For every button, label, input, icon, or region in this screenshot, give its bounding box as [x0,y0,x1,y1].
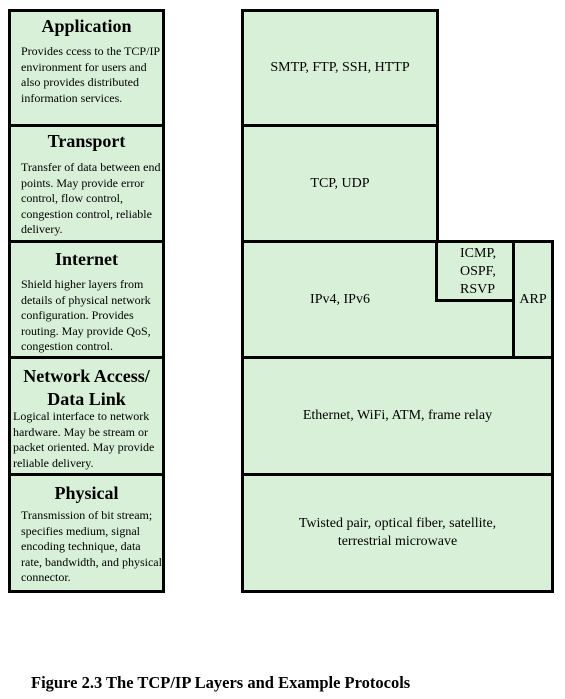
protocol-transport-label: TCP, UDP [310,175,370,191]
figure-caption: Figure 2.3 The TCP/IP Layers and Example… [31,673,411,692]
layer-network-access: Network Access/ Data Link Logical interf… [8,356,165,476]
layer-application: Application Provides ccess to the TCP/IP… [8,9,165,127]
protocol-icmp-ospf-rsvp-label: ICMP, OSPF, RSVP [460,245,496,299]
protocol-application-label: SMTP, FTP, SSH, HTTP [270,60,410,75]
layer-title-line-1: Network Access/ [23,366,150,386]
protocol-physical-label: Twisted pair, optical fiber, satellite, … [244,476,551,590]
protocol-physical-line-2: terrestrial microwave [337,534,458,549]
layer-title: Internet [55,249,118,269]
layer-title: Physical [54,483,119,503]
protocol-network-access-label: Ethernet, WiFi, ATM, frame relay [302,408,493,423]
layer-title: Application [41,16,132,36]
protocol-transport [241,124,439,243]
protocol-application [241,9,439,127]
protocol-physical [241,473,554,593]
protocol-internet-label: IPv4, IPv6 [310,291,370,307]
layer-title-line-2: Data Link [47,389,126,409]
layer-transport: Transport Transfer of data between end p… [8,124,165,243]
layer-description: Transmission of bit stream; specifies me… [21,508,162,585]
layer-description: Transfer of data between end points. May… [21,160,161,237]
layer-internet: Internet Shield higher layers from detai… [8,240,165,359]
layer-description: Shield higher layers from details of phy… [21,277,151,354]
protocol-rsvp: RSVP [460,282,496,297]
protocol-arp-label: ARP [519,291,547,307]
protocol-network-access [241,356,554,476]
protocol-physical-line-1: Twisted pair, optical fiber, satellite, [298,516,497,531]
layer-description: Logical interface to network hardware. M… [13,409,155,470]
protocol-ospf: OSPF, [460,264,496,279]
layer-physical: Physical Transmission of bit stream; spe… [8,473,165,593]
protocol-icmp: ICMP, [460,246,497,261]
layer-description: Provides ccess to the TCP/IP environment… [21,44,160,105]
layer-title: Transport [47,131,126,151]
